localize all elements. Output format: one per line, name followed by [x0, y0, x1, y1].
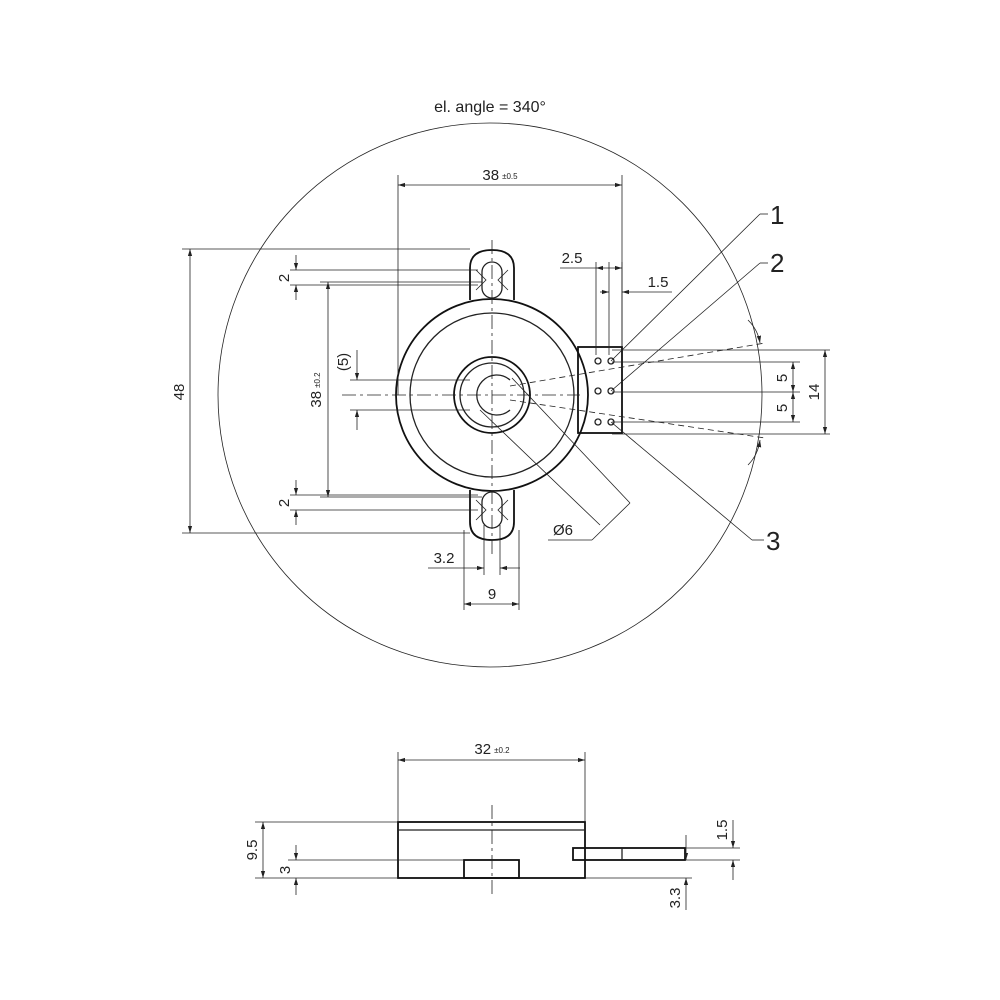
side-view-body	[397, 805, 686, 895]
svg-text:14: 14	[806, 384, 823, 401]
dim-slot-width: 3.2	[428, 525, 520, 575]
dim-hole-spacing-38: 38±0.2	[308, 281, 482, 498]
svg-text:2: 2	[276, 499, 293, 507]
dim-slot-bottom-2: 2	[276, 480, 478, 525]
svg-text:5: 5	[774, 374, 791, 382]
svg-text:3.3: 3.3	[667, 888, 684, 909]
callout-1: 1	[610, 200, 784, 362]
svg-text:(5): (5)	[335, 353, 352, 371]
svg-text:1.5: 1.5	[714, 820, 731, 841]
svg-text:2.5: 2.5	[562, 250, 583, 267]
svg-text:9.5: 9.5	[244, 840, 261, 861]
svg-text:38±0.2: 38±0.2	[308, 372, 325, 408]
svg-text:5: 5	[774, 404, 791, 412]
dim-shaft-offset: (5)	[335, 350, 470, 430]
angle-label: el. angle = 340°	[434, 99, 546, 116]
callout-3: 3	[610, 421, 780, 556]
callout-2: 2	[610, 248, 784, 392]
dim-side-pin: 1.5 3.3	[585, 820, 740, 910]
angle-rays	[509, 319, 766, 466]
svg-text:Ø6: Ø6	[553, 522, 573, 539]
dim-side-width-32: 32±0.2	[397, 741, 586, 822]
svg-text:3.2: 3.2	[434, 550, 455, 567]
svg-text:1.5: 1.5	[648, 274, 669, 291]
dim-lug-width: 9	[463, 530, 520, 610]
svg-text:2: 2	[276, 274, 293, 282]
dim-pin-pitch: 2.5 1.5	[560, 250, 672, 355]
svg-text:32±0.2: 32±0.2	[474, 741, 510, 758]
dim-side-heights: 9.5 3	[244, 821, 464, 895]
svg-text:48: 48	[171, 384, 188, 401]
svg-text:38±0.5: 38±0.5	[482, 167, 518, 184]
svg-text:2: 2	[770, 248, 784, 278]
svg-text:3: 3	[277, 866, 294, 874]
dim-shaft-diameter: Ø6	[479, 377, 631, 541]
reference-circle	[217, 122, 763, 668]
dim-pin-spacing: 5 5 14	[612, 349, 830, 435]
svg-text:9: 9	[488, 586, 496, 603]
dim-height-48: 48	[171, 248, 470, 534]
svg-text:3: 3	[766, 526, 780, 556]
dim-slot-top-2: 2	[276, 255, 478, 300]
svg-text:1: 1	[770, 200, 784, 230]
